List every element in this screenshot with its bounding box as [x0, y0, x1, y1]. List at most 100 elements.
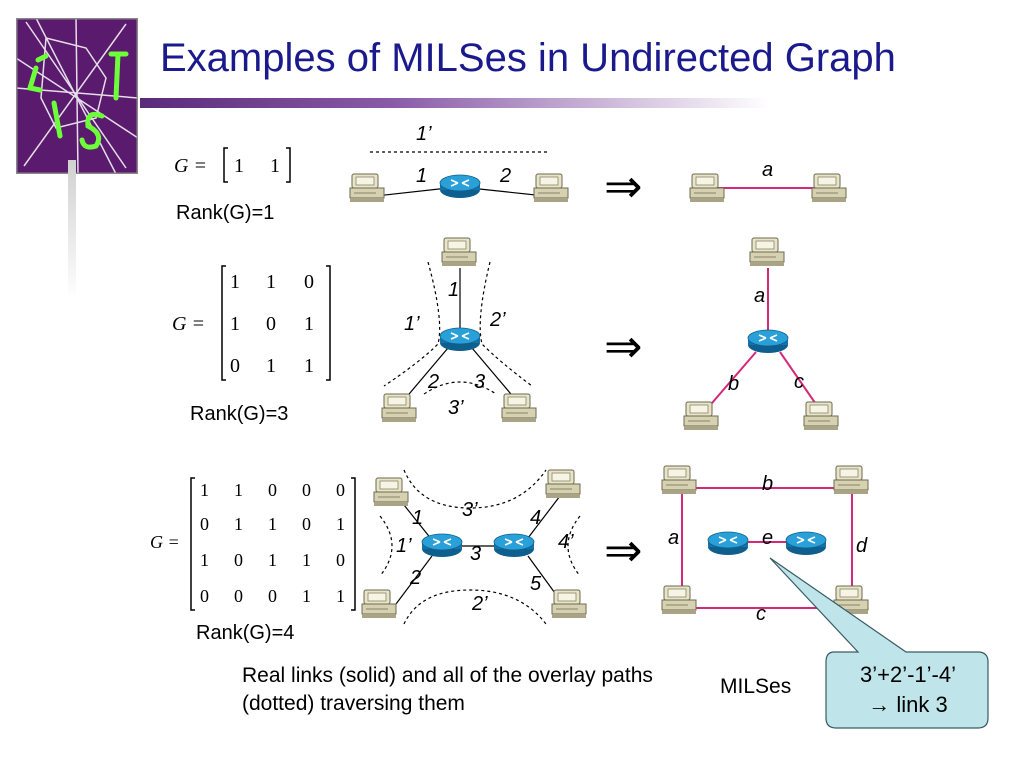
host-computer-icon — [811, 173, 847, 203]
m3-cell: 0 — [200, 586, 209, 606]
callout-text: 3’+2’-1’-4’ → link 3 — [828, 660, 988, 720]
host-computer-icon — [661, 465, 697, 495]
implies-arrow: ⇒ — [604, 524, 643, 576]
link-label: 4 — [530, 507, 541, 529]
matrix-1: G = 1 1 — [174, 147, 291, 183]
link-label: 2 — [499, 165, 511, 187]
link-label: 3 — [474, 371, 485, 393]
m3-cell: 0 — [336, 550, 345, 570]
example-3-milses-graph: b a e d c — [661, 465, 869, 625]
host-computer-icon — [361, 589, 397, 619]
overlay-label: 4’ — [558, 531, 574, 553]
m3-cell: 1 — [268, 550, 277, 570]
m3-cell: 0 — [234, 586, 243, 606]
milses-label: d — [856, 535, 868, 557]
slide-title: Examples of MILSes in Undirected Graph — [160, 36, 896, 80]
m2-cell: 1 — [266, 271, 276, 293]
m2-cell: 1 — [304, 355, 314, 377]
matrix-2: G = 1 1 0 1 0 1 0 1 1 — [172, 265, 331, 381]
m3-cell: 0 — [268, 586, 277, 606]
overlay-label: 2’ — [471, 593, 488, 615]
host-computer-icon — [683, 401, 719, 431]
milses-label: b — [762, 473, 773, 495]
router-icon — [707, 531, 749, 556]
m2-cell: 1 — [230, 313, 240, 335]
example-3-real-graph: 1 1’ 2 3 3’ 4 4’ 5 2’ — [361, 469, 587, 625]
milses-label: a — [754, 285, 765, 307]
m3-cell: 1 — [302, 550, 311, 570]
callout-bubble — [769, 557, 989, 729]
rank-1: Rank(G)=1 — [176, 202, 275, 224]
host-computer-icon — [551, 589, 587, 619]
m3-cell: 1 — [234, 514, 243, 534]
link-label: 5 — [530, 573, 542, 595]
callout-line-1: 3’+2’-1’-4’ — [860, 662, 956, 687]
router-icon — [421, 533, 463, 558]
m2-cell: 1 — [304, 313, 314, 335]
matrix-1-prefix: G = — [174, 155, 207, 177]
m3-cell: 1 — [200, 480, 209, 500]
m3-cell: 1 — [268, 514, 277, 534]
host-computer-icon — [381, 393, 417, 423]
callout-line-2: → link 3 — [868, 692, 948, 717]
matrix-3-prefix: G = — [150, 532, 180, 552]
m3-cell: 1 — [336, 586, 345, 606]
host-computer-icon — [373, 477, 409, 507]
host-computer-icon — [501, 393, 537, 423]
example-2-real-graph: 1 1’ 2’ 2 3 3’ — [381, 237, 537, 423]
m3-cell: 0 — [234, 550, 243, 570]
rank-2: Rank(G)=3 — [190, 403, 289, 425]
milses-caption: MILSes — [720, 675, 792, 698]
m3-cell: 0 — [268, 480, 277, 500]
overlay-label: 2’ — [489, 309, 506, 331]
host-computer-icon — [661, 585, 697, 615]
m3-cell: 1 — [302, 586, 311, 606]
overlay-label: 1’ — [404, 313, 420, 335]
m2-cell: 1 — [266, 355, 276, 377]
matrix-3: G = 1 1 0 0 0 0 1 1 0 1 1 0 1 1 0 0 0 — [150, 477, 356, 611]
link-label: 1 — [416, 165, 427, 187]
host-computer-icon — [803, 401, 839, 431]
host-computer-icon — [441, 237, 477, 267]
m1-cell: 1 — [270, 155, 280, 177]
m1-cell: 1 — [234, 155, 244, 177]
overlay-label: 1’ — [416, 123, 432, 145]
example-1-real-graph: 1’ 1 2 — [349, 123, 569, 203]
lst-logo — [16, 18, 138, 174]
host-computer-icon — [749, 237, 785, 267]
m2-cell: 0 — [230, 355, 240, 377]
router-icon — [439, 174, 481, 199]
milses-label: b — [728, 373, 739, 395]
host-computer-icon — [833, 465, 869, 495]
link-label: 2 — [427, 371, 439, 393]
host-computer-icon — [545, 469, 581, 499]
link-label: 3 — [470, 543, 481, 565]
m3-cell: 0 — [302, 480, 311, 500]
host-computer-icon — [349, 173, 385, 203]
overlay-label: 3’ — [462, 499, 478, 521]
overlay-label: 3’ — [448, 397, 464, 419]
link-label: 1 — [412, 507, 423, 529]
caption-text: Real links (solid) and all of the overla… — [242, 664, 653, 715]
example-1-milses-graph: a — [689, 159, 847, 203]
milses-label: a — [762, 159, 773, 181]
m3-cell: 1 — [200, 550, 209, 570]
router-icon — [785, 531, 827, 556]
m2-cell: 0 — [304, 271, 314, 293]
m3-cell: 0 — [336, 480, 345, 500]
implies-arrow: ⇒ — [604, 160, 643, 212]
matrix-2-prefix: G = — [172, 313, 205, 335]
host-computer-icon — [689, 173, 725, 203]
milses-label: c — [756, 603, 766, 625]
title-underline — [140, 98, 770, 108]
overlay-label: 1’ — [396, 535, 412, 557]
rank-3: Rank(G)=4 — [196, 622, 295, 644]
host-computer-icon — [533, 173, 569, 203]
m2-cell: 1 — [230, 271, 240, 293]
m3-cell: 1 — [234, 480, 243, 500]
router-icon — [493, 533, 535, 558]
milses-label: a — [668, 527, 679, 549]
link-label: 2 — [409, 567, 421, 589]
